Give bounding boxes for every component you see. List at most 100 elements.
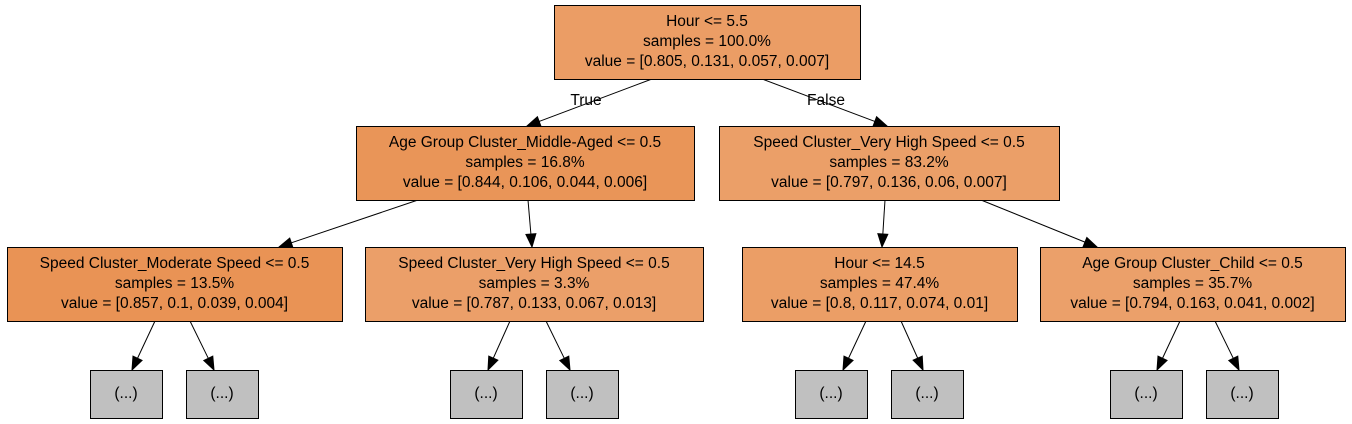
node-box: [7, 247, 343, 322]
edge-n3-l2: [189, 320, 215, 372]
edge-n5-l5: [842, 320, 867, 372]
node-box: [742, 247, 1018, 322]
edge-line: [1214, 320, 1234, 359]
truncated-node: (...): [450, 370, 523, 419]
node-box: [719, 126, 1060, 201]
value-text: value = [0.787, 0.133, 0.067, 0.013]: [412, 295, 656, 312]
edge-layer: True False: [131, 78, 1240, 372]
split-condition: Age Group Cluster_Middle-Aged <= 0.5: [389, 134, 661, 151]
samples-text: samples = 83.2%: [829, 154, 949, 171]
value-text: value = [0.797, 0.136, 0.06, 0.007]: [771, 174, 1007, 191]
edge-line: [980, 199, 1086, 243]
arrowhead-icon: [842, 355, 854, 372]
split-node-n1: Age Group Cluster_Middle-Aged <= 0.5 samp…: [356, 126, 695, 201]
value-text: value = [0.805, 0.131, 0.057, 0.007]: [585, 53, 829, 70]
split-condition: Hour <= 14.5: [834, 255, 924, 272]
value-text: value = [0.8, 0.117, 0.074, 0.01]: [771, 295, 988, 312]
edge-line: [1162, 320, 1181, 359]
samples-text: samples = 3.3%: [479, 275, 590, 292]
node-box: [891, 370, 964, 419]
arrowhead-icon: [1156, 355, 1168, 372]
split-node-n4: Speed Cluster_Very High Speed <= 0.5 samp…: [365, 247, 704, 322]
edge-line: [848, 320, 867, 359]
truncated-label: (...): [1230, 385, 1253, 402]
truncated-node: (...): [186, 370, 259, 419]
truncated-label: (...): [1134, 385, 1157, 402]
split-node-n5: Hour <= 14.5 samples = 47.4% value = [0.8,…: [742, 247, 1018, 322]
edge-line: [761, 78, 876, 122]
node-box: [795, 370, 868, 419]
samples-text: samples = 13.5%: [115, 275, 235, 292]
node-layer: Hour <= 5.5 samples = 100.0% value = [0.80…: [7, 5, 1346, 419]
split-node-n3: Speed Cluster_Moderate Speed <= 0.5 sampl…: [7, 247, 343, 322]
samples-text: samples = 35.7%: [1133, 275, 1253, 292]
node-box: [90, 370, 163, 419]
node-box: [365, 247, 704, 322]
truncated-node: (...): [1110, 370, 1183, 419]
node-box: [450, 370, 523, 419]
edge-line: [189, 320, 209, 359]
split-condition: Hour <= 5.5: [666, 13, 748, 30]
samples-text: samples = 47.4%: [820, 275, 940, 292]
edge-line: [538, 78, 653, 122]
arrowhead-icon: [131, 355, 143, 372]
truncated-label: (...): [819, 385, 842, 402]
node-box: [186, 370, 259, 419]
truncated-node: (...): [891, 370, 964, 419]
split-node-n6: Age Group Cluster_Child <= 0.5 samples = …: [1040, 247, 1346, 322]
truncated-label: (...): [915, 385, 938, 402]
node-box: [546, 370, 619, 419]
split-condition: Speed Cluster_Moderate Speed <= 0.5: [40, 255, 310, 272]
arrowhead-icon: [558, 355, 571, 372]
edge-n4-l4: [545, 320, 571, 372]
samples-text: samples = 100.0%: [643, 33, 771, 50]
edge-n2-n6: [980, 199, 1099, 248]
value-text: value = [0.844, 0.106, 0.044, 0.006]: [403, 174, 647, 191]
split-condition: Age Group Cluster_Child <= 0.5: [1082, 255, 1303, 272]
arrowhead-icon: [525, 233, 537, 249]
node-box: [554, 5, 861, 80]
truncated-node: (...): [546, 370, 619, 419]
edge-n6-l8: [1214, 320, 1240, 372]
edge-label-true: True: [570, 92, 601, 109]
truncated-node: (...): [795, 370, 868, 419]
truncated-label: (...): [114, 385, 137, 402]
node-box: [356, 126, 695, 201]
edge-line: [137, 320, 156, 359]
truncated-node: (...): [1206, 370, 1279, 419]
arrowhead-icon: [202, 355, 215, 372]
edge-n2-n5: [877, 199, 889, 249]
truncated-node: (...): [90, 370, 163, 419]
value-text: value = [0.857, 0.1, 0.039, 0.004]: [61, 295, 288, 312]
edge-n5-l6: [900, 320, 924, 372]
samples-text: samples = 16.8%: [465, 154, 585, 171]
truncated-label: (...): [210, 385, 233, 402]
arrowhead-icon: [277, 237, 294, 249]
truncated-label: (...): [474, 385, 497, 402]
edge-label-false: False: [807, 92, 845, 109]
edge-line: [492, 320, 511, 359]
arrowhead-icon: [872, 115, 889, 127]
split-node-n2: Speed Cluster_Very High Speed <= 0.5 samp…: [719, 126, 1060, 201]
split-condition: Speed Cluster_Very High Speed <= 0.5: [753, 134, 1024, 151]
edge-n4-l3: [487, 320, 511, 372]
edge-line: [527, 199, 532, 235]
edge-line: [900, 320, 919, 359]
edge-n6-l7: [1156, 320, 1181, 372]
edge-line: [545, 320, 565, 359]
split-node-root: Hour <= 5.5 samples = 100.0% value = [0.80…: [554, 5, 861, 80]
arrowhead-icon: [1227, 355, 1240, 372]
value-text: value = [0.794, 0.163, 0.041, 0.002]: [1070, 295, 1314, 312]
node-box: [1110, 370, 1183, 419]
edge-n3-l1: [131, 320, 156, 372]
node-box: [1206, 370, 1279, 419]
edge-line: [291, 199, 419, 244]
truncated-label: (...): [570, 385, 593, 402]
node-box: [1040, 247, 1346, 322]
edge-line: [882, 199, 886, 235]
edge-root-n2: False: [761, 78, 889, 127]
split-condition: Speed Cluster_Very High Speed <= 0.5: [398, 255, 669, 272]
arrowhead-icon: [877, 233, 889, 249]
edge-n1-n3: [277, 199, 419, 249]
